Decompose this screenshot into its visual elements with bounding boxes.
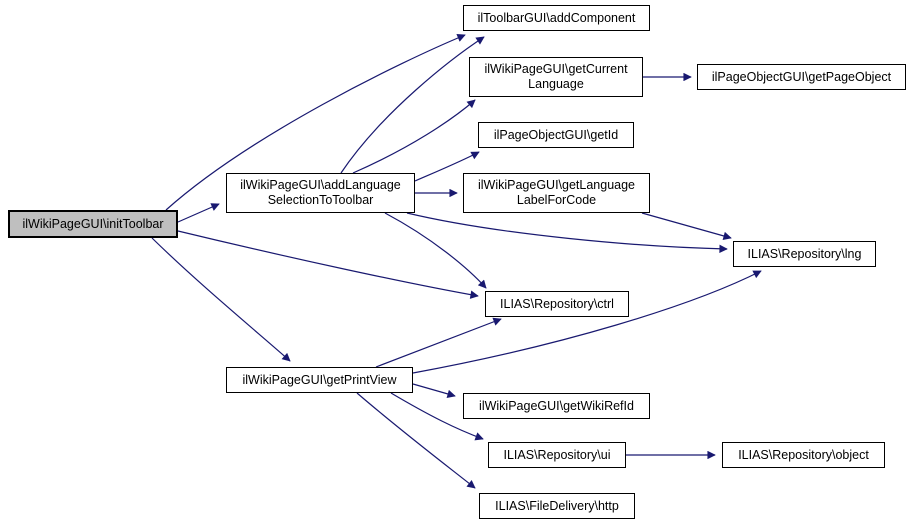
- node-getWikiRefId[interactable]: ilWikiPageGUI\getWikiRefId: [463, 393, 650, 419]
- node-getWikiRefId-label: ilWikiPageGUI\getWikiRefId: [479, 398, 634, 413]
- node-addComponent[interactable]: ilToolbarGUI\addComponent: [463, 5, 650, 31]
- edge-initToolbar-ctrl: [177, 230, 479, 299]
- edge-getPrintView-ui: [390, 392, 484, 441]
- node-object[interactable]: ILIAS\Repository\object: [722, 442, 885, 468]
- edge-addLanguage-getId: [414, 151, 480, 182]
- node-getPrintView-label: ilWikiPageGUI\getPrintView: [242, 372, 397, 387]
- node-getCurrentLanguage-label: ilWikiPageGUI\getCurrent Language: [484, 62, 628, 91]
- node-initToolbar: ilWikiPageGUI\initToolbar: [8, 210, 178, 238]
- node-ctrl[interactable]: ILIAS\Repository\ctrl: [485, 291, 629, 317]
- edge-addLanguage-ctrl: [384, 212, 487, 289]
- node-ui-label: ILIAS\Repository\ui: [503, 447, 611, 462]
- node-getLanguageLabelForCode-label: ilWikiPageGUI\getLanguage LabelForCode: [477, 178, 636, 207]
- node-getCurrentLanguage[interactable]: ilWikiPageGUI\getCurrent Language: [469, 57, 643, 97]
- edge-initToolbar-getPrintView: [151, 237, 291, 362]
- node-getId[interactable]: ilPageObjectGUI\getId: [478, 122, 634, 148]
- node-getPageObject-label: ilPageObjectGUI\getPageObject: [711, 69, 892, 84]
- edge-getLanguageLabelForCode-lng: [641, 212, 732, 240]
- node-addLanguageSelectionToToolbar[interactable]: ilWikiPageGUI\addLanguage SelectionToToo…: [226, 173, 415, 213]
- node-lng-label: ILIAS\Repository\lng: [747, 246, 862, 261]
- edge-getPrintView-lng: [412, 270, 762, 374]
- node-lng[interactable]: ILIAS\Repository\lng: [733, 241, 876, 267]
- node-ctrl-label: ILIAS\Repository\ctrl: [500, 296, 614, 311]
- edge-addLanguage-lng: [406, 212, 728, 254]
- node-addLanguageSelectionToToolbar-label: ilWikiPageGUI\addLanguage SelectionToToo…: [240, 178, 401, 207]
- node-addComponent-label: ilToolbarGUI\addComponent: [477, 10, 636, 25]
- edge-getPrintView-ctrl: [375, 317, 502, 368]
- node-getId-label: ilPageObjectGUI\getId: [493, 127, 619, 142]
- edge-addLanguage-addComponent: [340, 36, 485, 174]
- node-http-label: ILIAS\FileDelivery\http: [495, 498, 619, 513]
- edge-initToolbar-addLanguage: [177, 203, 220, 223]
- edge-getPrintView-http: [356, 392, 476, 489]
- node-getLanguageLabelForCode[interactable]: ilWikiPageGUI\getLanguage LabelForCode: [463, 173, 650, 213]
- node-ui[interactable]: ILIAS\Repository\ui: [488, 442, 626, 468]
- edge-initToolbar-addComponent: [165, 34, 466, 211]
- edge-addLanguage-getCurrentLanguage: [352, 99, 476, 174]
- node-initToolbar-label: ilWikiPageGUI\initToolbar: [22, 216, 164, 231]
- node-getPrintView[interactable]: ilWikiPageGUI\getPrintView: [226, 367, 413, 393]
- edge-getPrintView-getWikiRefId: [412, 383, 456, 398]
- node-object-label: ILIAS\Repository\object: [738, 447, 869, 462]
- node-http[interactable]: ILIAS\FileDelivery\http: [479, 493, 635, 519]
- node-getPageObject[interactable]: ilPageObjectGUI\getPageObject: [697, 64, 906, 90]
